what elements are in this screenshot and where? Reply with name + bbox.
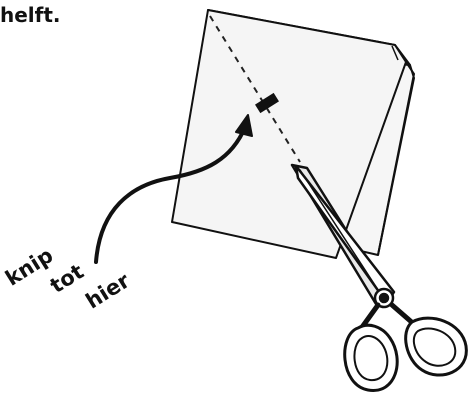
label-line-3: hier (82, 268, 135, 313)
scissors-icon (290, 163, 468, 392)
paper-front-layer (171, 9, 407, 259)
paper-right-edge (377, 61, 416, 256)
dashed-cut-line (209, 15, 301, 163)
paper-fold-edge (391, 45, 399, 61)
cut-marker (255, 92, 279, 114)
caption-fragment: helft. (0, 3, 61, 27)
curved-arrow-icon (94, 114, 253, 264)
folded-paper-sheet (171, 9, 416, 259)
cut-here-label: knip tot hier (1, 243, 135, 313)
